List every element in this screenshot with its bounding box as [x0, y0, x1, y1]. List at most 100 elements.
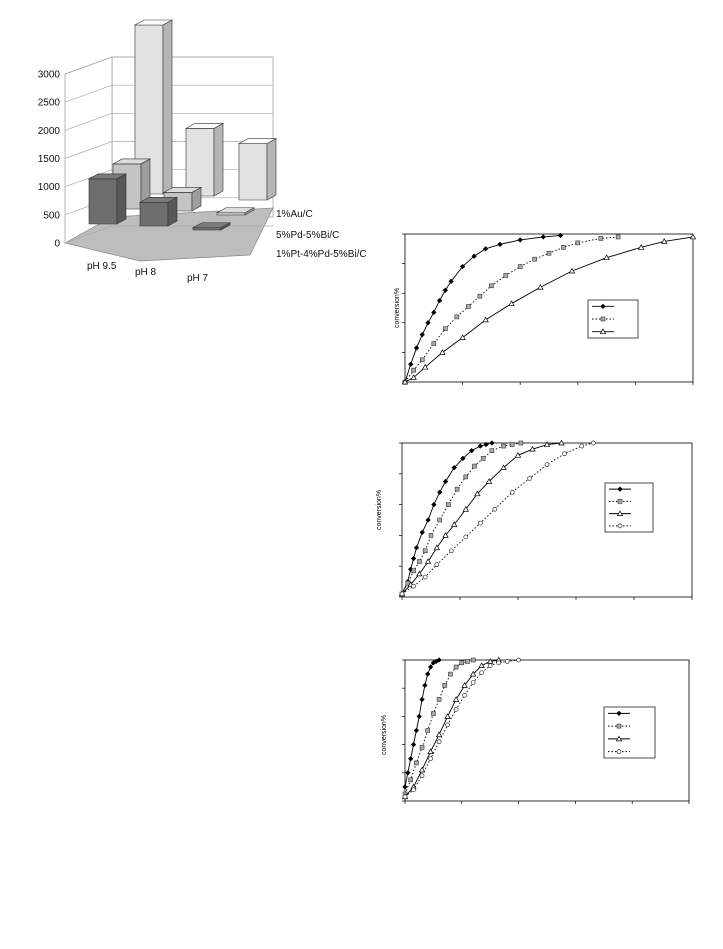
data-point [637, 244, 645, 250]
data-point [568, 267, 576, 274]
data-point [459, 263, 466, 270]
data-point [413, 727, 420, 734]
bar-chart-bar [138, 196, 179, 227]
line-chart-1: conversion% [394, 232, 697, 385]
data-point [437, 517, 443, 523]
series-line [401, 442, 594, 595]
data-point [422, 682, 428, 689]
bar-chart-gridline [64, 84, 273, 103]
data-point [442, 683, 448, 688]
data-point [615, 234, 621, 240]
data-point [500, 464, 507, 470]
series-1 [402, 657, 442, 790]
bar-chart-series-label: 1%Pt-4%Pd-5%Bi/C [276, 249, 367, 260]
data-point [615, 735, 623, 742]
data-point [514, 452, 522, 458]
data-point [527, 476, 532, 481]
line-chart-3-ticks [402, 659, 690, 804]
data-point [442, 287, 449, 293]
bar-chart-bar [87, 173, 128, 225]
legend-box [603, 706, 656, 759]
data-point [402, 794, 408, 800]
data-point [459, 660, 465, 666]
data-point [509, 489, 515, 495]
bar-chart-bar-top [237, 138, 278, 144]
data-point [529, 445, 536, 452]
bar-chart-bars [87, 19, 278, 231]
data-point [419, 773, 425, 778]
data-point [487, 663, 493, 668]
data-point [540, 234, 546, 240]
data-point [479, 670, 485, 676]
data-point [463, 474, 469, 480]
data-point [427, 748, 434, 755]
data-point [471, 253, 477, 259]
bar-chart-bar-side [116, 173, 127, 225]
data-point [579, 443, 585, 449]
data-point [516, 657, 521, 663]
bar-chart-bar-front [185, 128, 215, 197]
bar-chart-bar-front [88, 178, 118, 225]
legend-entry [608, 710, 630, 717]
data-point [463, 534, 469, 540]
data-point [434, 562, 440, 568]
data-point [431, 309, 437, 316]
bar-chart-bar [133, 19, 174, 195]
data-point [439, 349, 446, 355]
data-point [478, 662, 485, 668]
data-point [428, 533, 434, 538]
data-point [413, 544, 420, 551]
data-point [517, 264, 523, 269]
data-point [411, 787, 416, 793]
data-point [544, 462, 550, 467]
data-point [532, 256, 537, 262]
line-chart-1-ticks [402, 233, 694, 385]
data-point [454, 486, 460, 492]
data-point [413, 345, 420, 351]
data-point [416, 713, 422, 720]
line-chart-2-legend [604, 482, 654, 533]
data-point [424, 671, 431, 677]
data-point [485, 478, 493, 484]
data-point [600, 316, 606, 322]
data-point [689, 233, 697, 240]
bar-chart-bar-front [192, 227, 222, 231]
data-point [402, 784, 408, 790]
data-point [436, 489, 443, 496]
bar-chart-bar-top [87, 173, 128, 180]
data-point [435, 731, 443, 738]
data-point [470, 657, 476, 663]
bar-chart-bar-side [266, 138, 277, 201]
data-point [425, 728, 431, 733]
line-chart-2-y-axis-label: conversion% [376, 490, 383, 530]
bar-chart-y-tick-label: 2500 [38, 98, 61, 109]
data-point [483, 441, 489, 448]
data-point [501, 443, 506, 449]
data-point [472, 463, 477, 469]
data-point [448, 671, 453, 677]
data-point [428, 756, 433, 762]
data-point [418, 766, 426, 773]
line-chart-3-series [401, 656, 521, 800]
data-point [598, 236, 604, 241]
data-point [453, 706, 459, 712]
data-point [443, 326, 448, 332]
legend-box [604, 482, 654, 533]
data-point [474, 490, 481, 497]
line-chart-3: conversion% [381, 656, 690, 804]
bar-chart-series-label: 5%Pd-5%Bi/C [276, 230, 339, 241]
data-point [410, 374, 417, 380]
legend-entry [609, 523, 631, 529]
data-point [445, 722, 450, 728]
bar-chart-y-tick-label: 500 [43, 210, 60, 221]
series-3 [398, 439, 565, 597]
data-point [591, 440, 596, 446]
line-chart-2-series [398, 439, 596, 597]
data-point [504, 659, 510, 664]
data-point [451, 464, 457, 471]
bar-chart-bar-front [216, 212, 246, 216]
bar-chart-y-tick-label: 1000 [38, 182, 61, 193]
data-point [431, 501, 437, 508]
